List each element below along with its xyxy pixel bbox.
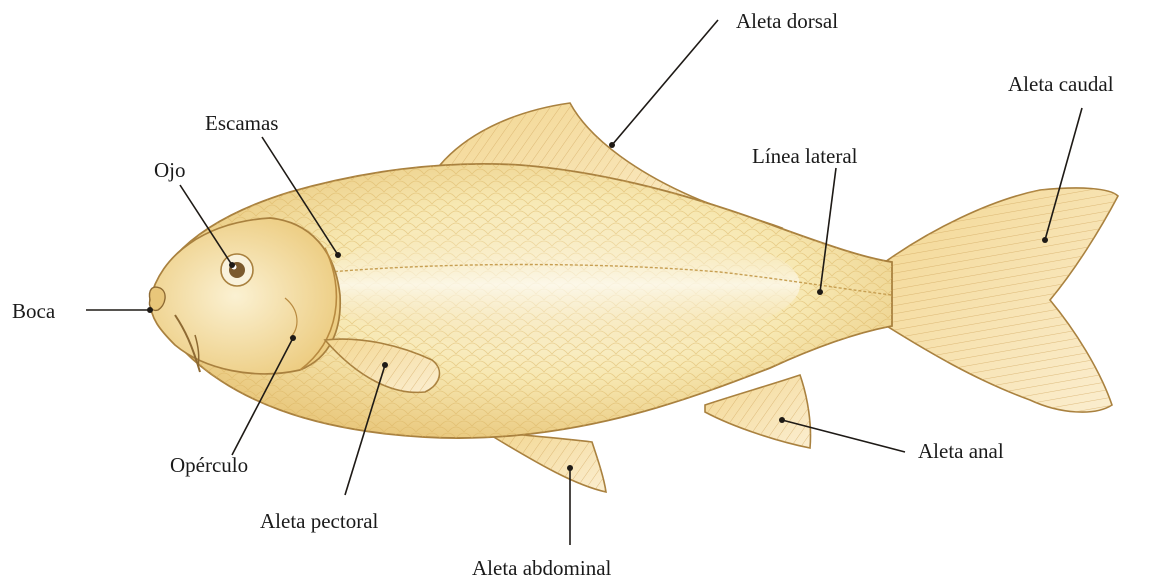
fish-head [150, 218, 340, 374]
label-scales: Escamas [205, 111, 278, 135]
label-anal-fin: Aleta anal [918, 439, 1004, 463]
label-dorsal-fin: Aleta dorsal [736, 9, 838, 33]
label-mouth: Boca [12, 299, 56, 323]
label-operculum: Opérculo [170, 453, 248, 477]
label-lateral-line: Línea lateral [752, 144, 858, 168]
abdominal-fin [492, 432, 606, 492]
eye [221, 254, 253, 286]
label-abdominal-fin: Aleta abdominal [472, 556, 612, 580]
label-eye: Ojo [154, 158, 186, 182]
leader-dorsal [612, 20, 718, 145]
label-pectoral-fin: Aleta pectoral [260, 509, 379, 533]
label-caudal-fin: Aleta caudal [1008, 72, 1114, 96]
caudal-fin [885, 188, 1118, 412]
